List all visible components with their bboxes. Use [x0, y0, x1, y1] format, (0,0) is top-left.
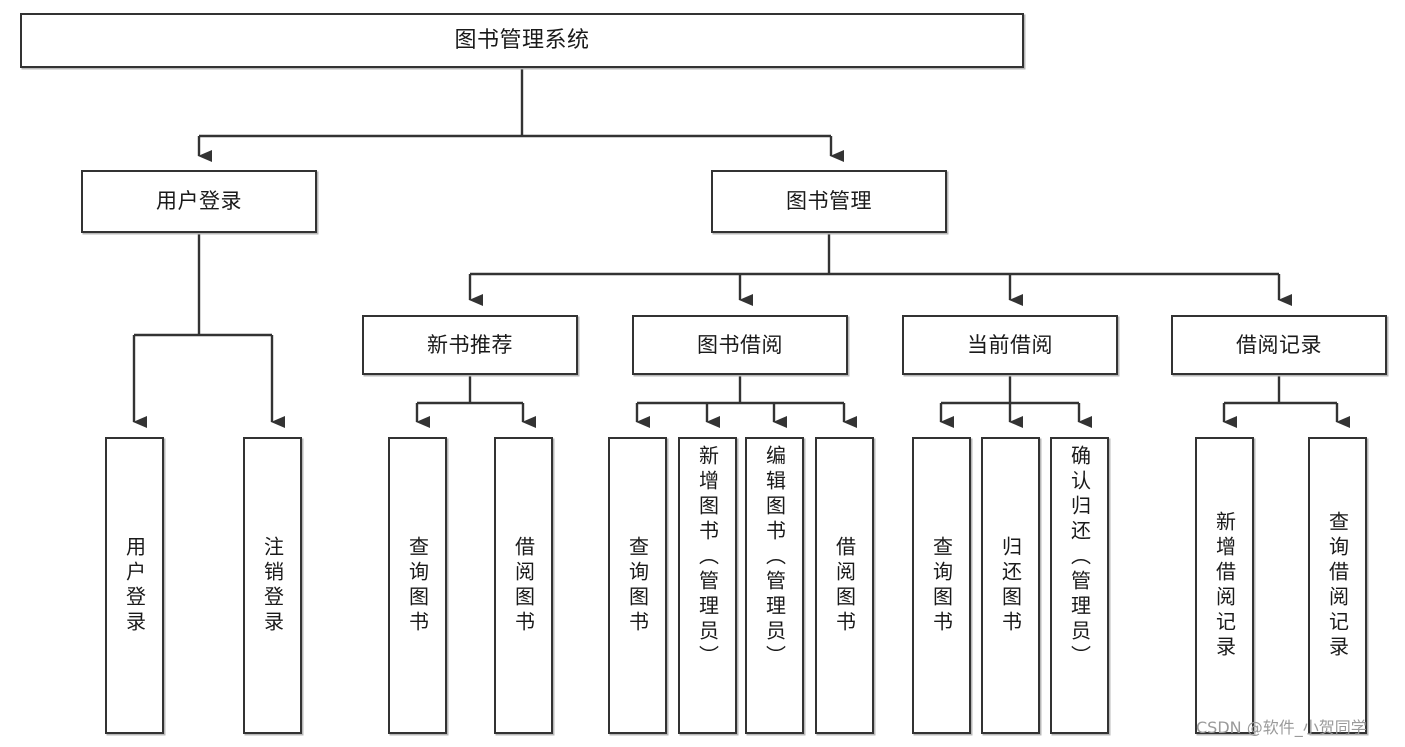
node-label-leaf-return-book: 归还图书	[998, 535, 1023, 636]
node-label-current-borrow: 当前借阅	[967, 332, 1053, 357]
node-leaf-return-book[interactable]: 归还图书	[981, 437, 1040, 734]
node-label-leaf-query-record: 查询借阅记录	[1325, 510, 1350, 661]
node-leaf-confirm-return[interactable]: 确认归还（管理员）	[1050, 437, 1109, 734]
node-book-management[interactable]: 图书管理	[711, 170, 947, 233]
node-label-user-login: 用户登录	[156, 189, 242, 214]
node-label-leaf-logout-login: 注销登录	[260, 535, 285, 636]
node-leaf-borrow-book-1[interactable]: 借阅图书	[494, 437, 553, 734]
node-label-leaf-borrow-book-2: 借阅图书	[832, 535, 857, 636]
node-label-leaf-query-book-2: 查询图书	[625, 535, 650, 636]
node-label-book-borrow: 图书借阅	[697, 332, 783, 357]
node-label-borrow-record: 借阅记录	[1236, 332, 1322, 357]
node-label-leaf-add-record: 新增借阅记录	[1212, 510, 1237, 661]
node-label-leaf-borrow-book-1: 借阅图书	[511, 535, 536, 636]
csdn-watermark: CSDN @软件_小贺同学	[1196, 718, 1367, 737]
node-leaf-user-login[interactable]: 用户登录	[105, 437, 164, 734]
node-leaf-add-book[interactable]: 新增图书（管理员）	[678, 437, 737, 734]
node-label-leaf-confirm-return: 确认归还（管理员）	[1067, 445, 1092, 670]
node-leaf-add-record[interactable]: 新增借阅记录	[1195, 437, 1254, 734]
node-label-leaf-edit-book: 编辑图书（管理员）	[762, 445, 787, 670]
node-label-leaf-query-book-1: 查询图书	[405, 535, 430, 636]
node-label-book-management: 图书管理	[786, 189, 872, 214]
node-leaf-query-record[interactable]: 查询借阅记录	[1308, 437, 1367, 734]
node-root-system[interactable]: 图书管理系统	[20, 13, 1024, 68]
node-label-leaf-user-login: 用户登录	[122, 535, 147, 636]
node-leaf-logout-login[interactable]: 注销登录	[243, 437, 302, 734]
node-label-leaf-query-book-3: 查询图书	[929, 535, 954, 636]
node-leaf-query-book-1[interactable]: 查询图书	[388, 437, 447, 734]
node-label-leaf-add-book: 新增图书（管理员）	[695, 445, 720, 670]
node-borrow-record[interactable]: 借阅记录	[1171, 315, 1387, 375]
node-leaf-edit-book[interactable]: 编辑图书（管理员）	[745, 437, 804, 734]
node-leaf-borrow-book-2[interactable]: 借阅图书	[815, 437, 874, 734]
node-user-login[interactable]: 用户登录	[81, 170, 317, 233]
node-leaf-query-book-3[interactable]: 查询图书	[912, 437, 971, 734]
node-leaf-query-book-2[interactable]: 查询图书	[608, 437, 667, 734]
node-new-book-recommend[interactable]: 新书推荐	[362, 315, 578, 375]
node-book-borrow[interactable]: 图书借阅	[632, 315, 848, 375]
node-label-root: 图书管理系统	[454, 27, 590, 53]
node-current-borrow[interactable]: 当前借阅	[902, 315, 1118, 375]
node-label-new-book-recommend: 新书推荐	[427, 332, 513, 357]
